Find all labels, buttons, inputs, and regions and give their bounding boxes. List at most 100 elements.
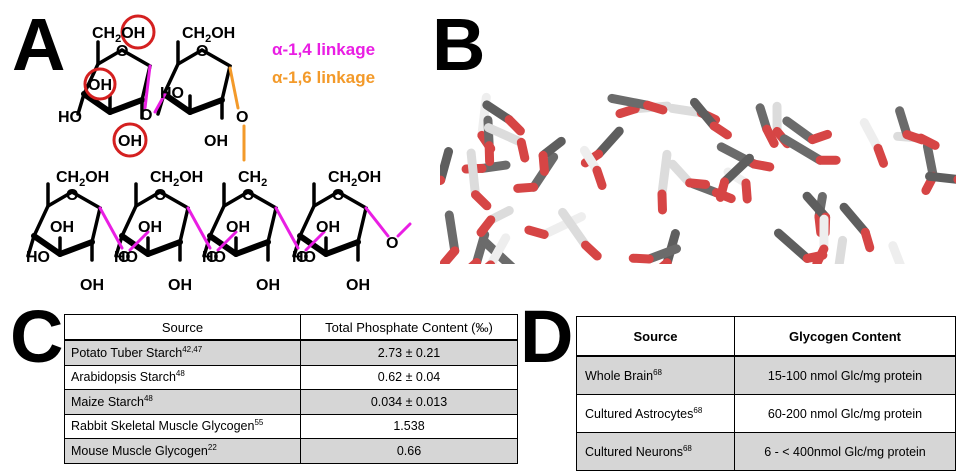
- value-cell: 1.538: [301, 414, 518, 439]
- bond-stick: [844, 207, 865, 232]
- oxygen-stick: [812, 134, 827, 139]
- column-header-phosphate: Total Phosphate Content (‰): [301, 315, 518, 341]
- panel-letter-b: B: [432, 8, 485, 82]
- source-name: Arabidopsis Starch: [71, 370, 176, 384]
- oxygen-stick: [720, 182, 724, 197]
- hydroxyl-label: OH: [80, 277, 104, 294]
- linkage-oxygen-label: O: [118, 249, 130, 266]
- source-cell: Mouse Muscle Glycogen22: [65, 439, 301, 464]
- ch2-label: CH2: [238, 169, 267, 189]
- hydroxyl-label: OH: [226, 219, 250, 236]
- oxygen-stick: [529, 230, 544, 234]
- source-cell: Cultured Astrocytes68: [577, 395, 735, 433]
- ring-oxygen-label: O: [242, 187, 254, 204]
- oxygen-stick: [586, 245, 598, 256]
- value-cell: 0.66: [301, 439, 518, 464]
- ring-oxygen-label: O: [196, 43, 208, 60]
- hydroxyl-label: OH: [50, 219, 74, 236]
- reference-number: 55: [254, 418, 263, 427]
- column-header-source: Source: [65, 315, 301, 341]
- oxygen-stick: [518, 187, 534, 188]
- hydroxyl-label: OH: [316, 219, 340, 236]
- value-cell: 60-200 nmol Glc/mg protein: [735, 395, 956, 433]
- column-header-glycogen: Glycogen Content: [735, 317, 956, 357]
- source-cell: Potato Tuber Starch42,47: [65, 340, 301, 365]
- oxygen-stick: [521, 142, 524, 158]
- source-name: Cultured Astrocytes: [585, 407, 693, 421]
- ring-oxygen-label: O: [332, 187, 344, 204]
- bond-stick: [449, 215, 455, 251]
- ring-oxygen-label: O: [66, 187, 78, 204]
- helix-stick-model: [440, 86, 956, 264]
- reference-number: 42,47: [182, 345, 202, 354]
- oxygen-stick: [475, 195, 486, 206]
- source-name: Mouse Muscle Glycogen: [71, 444, 208, 458]
- bond-stick: [599, 131, 620, 154]
- source-cell: Whole Brain68: [577, 356, 735, 395]
- bond-stick: [471, 153, 475, 195]
- source-cell: Maize Starch48: [65, 390, 301, 415]
- oxygen-stick: [481, 220, 491, 233]
- oxygen-stick: [690, 183, 706, 184]
- oxygen-stick: [543, 155, 544, 171]
- glucose-ring: [158, 42, 230, 118]
- ring-oxygen-label: O: [154, 187, 166, 204]
- linkage-oxygen-label: O: [206, 249, 218, 266]
- source-name: Cultured Neurons: [585, 445, 683, 459]
- bond-stick: [787, 121, 813, 140]
- bond-stick: [927, 146, 933, 176]
- hydroxyl-label: OH: [118, 133, 142, 150]
- oxygen-stick: [465, 263, 477, 264]
- bond-stick: [778, 233, 807, 258]
- oxygen-stick: [865, 232, 869, 247]
- hydroxyl-label: OH: [138, 219, 162, 236]
- column-header-source: Source: [577, 317, 735, 357]
- hydroxyl-label: OH: [256, 277, 280, 294]
- oxygen-stick: [746, 183, 747, 199]
- source-name: Maize Starch: [71, 395, 144, 409]
- source-cell: Cultured Neurons68: [577, 433, 735, 471]
- ch2oh-label: CH2OH: [92, 25, 145, 45]
- ch2oh-label: CH2OH: [150, 169, 203, 189]
- hydroxyl-label: HO: [26, 249, 50, 266]
- bond-stick: [837, 240, 843, 264]
- linkage-oxygen-label: O: [386, 235, 398, 252]
- panel-letter-c: C: [10, 300, 63, 374]
- ch2oh-label: CH2OH: [56, 169, 109, 189]
- oxygen-stick: [662, 194, 663, 210]
- oxygen-stick: [597, 170, 602, 185]
- bond-stick: [662, 154, 667, 194]
- oxygen-stick: [754, 164, 770, 167]
- ring-oxygen-label: O: [116, 43, 128, 60]
- reference-number: 68: [693, 405, 702, 414]
- hydroxyl-label: OH: [88, 77, 112, 94]
- reference-number: 48: [144, 394, 153, 403]
- oxygen-stick: [440, 180, 441, 185]
- oxygen-stick: [444, 251, 454, 263]
- source-cell: Arabidopsis Starch48: [65, 365, 301, 390]
- linkage-oxygen-label: O: [236, 109, 248, 126]
- reference-number: 22: [208, 443, 217, 452]
- value-cell: 15-100 nmol Glc/mg protein: [735, 356, 956, 395]
- reference-number: 48: [176, 369, 185, 378]
- bond-stick: [930, 176, 956, 179]
- oxygen-stick: [509, 120, 520, 131]
- oxygen-stick: [648, 105, 663, 110]
- oxygen-stick: [878, 148, 884, 163]
- reference-number: 68: [683, 443, 692, 452]
- hydroxyl-label: OH: [346, 277, 370, 294]
- linkage-oxygen-label: O: [296, 249, 308, 266]
- oxygen-stick: [714, 126, 727, 135]
- oxygen-stick: [620, 109, 635, 114]
- source-name: Potato Tuber Starch: [71, 346, 182, 360]
- hydroxyl-label: OH: [204, 133, 228, 150]
